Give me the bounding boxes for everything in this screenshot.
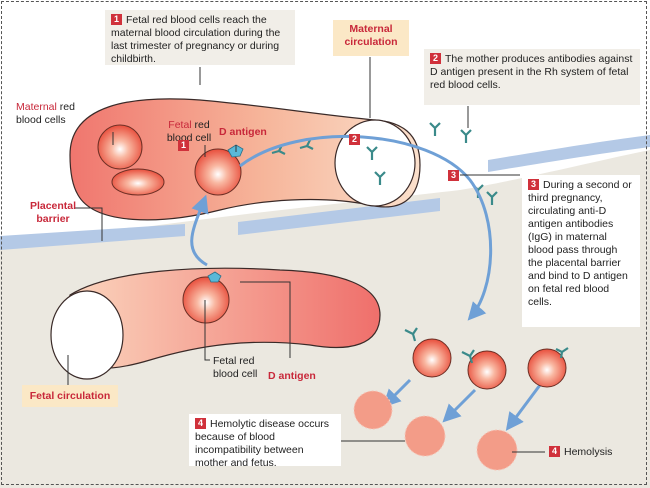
d-antigen-icon (207, 271, 222, 283)
hemolyzed-cell (476, 429, 518, 471)
fetal-rbc-label-bottom: Fetal red blood cell (213, 355, 258, 380)
antibody-icon (271, 122, 498, 205)
placental-barrier-band (0, 224, 185, 250)
step-badge: 4 (195, 418, 206, 429)
step-badge: 3 (528, 179, 539, 190)
step1-marker: 1 (178, 140, 189, 151)
step-badge: 1 (111, 14, 122, 25)
antibody-coated-fetal-cell (527, 348, 567, 388)
step3-text: During a second or third pregnancy, circ… (528, 179, 632, 308)
maternal-red-blood-cell (97, 124, 143, 170)
maternal-red-blood-cell (111, 168, 165, 196)
fetal-vessel-lumen (50, 290, 124, 380)
d-antigen-label-bottom: D antigen (268, 370, 316, 382)
hemolysis-arrow (442, 388, 477, 423)
antibody-coated-fetal-cell (412, 338, 452, 378)
step2-marker: 2 (349, 134, 360, 145)
step2-text: The mother produces antibodies against D… (430, 53, 633, 91)
circulation-arrow (239, 135, 493, 321)
step-badge: 2 (430, 53, 441, 64)
fetal-circulation-label: Fetal circulation (22, 385, 118, 407)
transfer-arrow (190, 194, 209, 267)
leader-lines (67, 57, 545, 453)
hemolyzed-cell (353, 390, 393, 430)
maternal-rbc-label: Maternal red blood cells (16, 101, 75, 126)
placental-barrier-label: Placental barrier (29, 200, 77, 225)
d-antigen-label-top: D antigen (219, 126, 267, 138)
step1-text: Fetal red blood cells reach the maternal… (111, 14, 281, 65)
fetal-rbc-label-top: Fetal red blood cell (166, 119, 212, 144)
hemolysis-arrow (505, 384, 542, 431)
step-badge: 4 (549, 446, 560, 457)
hemolyzed-cell (404, 415, 446, 457)
fetal-red-blood-cell (194, 148, 242, 196)
antibody-coated-fetal-cell (467, 350, 507, 390)
placental-barrier-band (488, 135, 650, 172)
fetal-red-blood-cell (182, 276, 230, 324)
step3-marker: 3 (448, 170, 459, 181)
bound-antibody-icon (404, 327, 569, 364)
maternal-circulation-label: Maternal circulation (333, 20, 409, 56)
step4-text: Hemolytic disease occurs because of bloo… (195, 418, 330, 469)
fetal-vessel (61, 267, 381, 369)
